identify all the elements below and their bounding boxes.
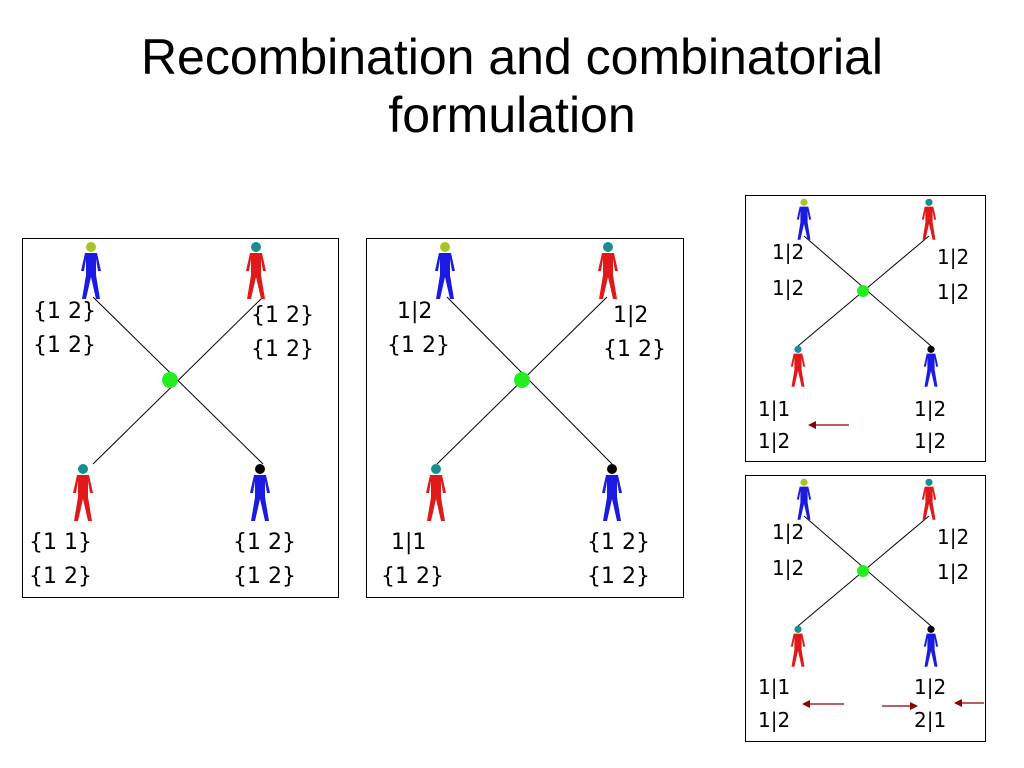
mother-genotype-line-1: 1|2 bbox=[937, 525, 970, 549]
daughter-genotype-line-2: 1|2 bbox=[758, 429, 791, 453]
son-genotype-line-1: 1|2 bbox=[914, 397, 947, 421]
daughter-genotype-line-1: 1|1 bbox=[758, 397, 791, 421]
daughter-genotype-line-2: {1 2} bbox=[381, 564, 444, 589]
arrow-right-icon bbox=[882, 702, 918, 710]
mother-genotype-line-1: 1|2 bbox=[937, 245, 970, 269]
son-genotype-line-1: {1 2} bbox=[587, 530, 650, 555]
father-genotype-line-2: {1 2} bbox=[387, 333, 450, 358]
mating-node bbox=[857, 285, 869, 297]
title-line-1: Recombination and combinatorial bbox=[140, 29, 884, 85]
son-icon bbox=[923, 625, 939, 667]
arrow-left-icon bbox=[802, 700, 844, 708]
father-genotype-line-2: 1|2 bbox=[772, 556, 805, 580]
mating-node bbox=[857, 565, 869, 577]
father-icon bbox=[81, 242, 101, 299]
son-icon bbox=[250, 464, 270, 521]
arrow-icon bbox=[808, 421, 849, 429]
mother-icon bbox=[246, 242, 266, 299]
mother-genotype-line-2: 1|2 bbox=[937, 560, 970, 584]
son-genotype-line-1: {1 2} bbox=[233, 530, 296, 555]
daughter-genotype-line-1: {1 1} bbox=[29, 530, 92, 555]
daughter-icon bbox=[426, 464, 446, 521]
daughter-genotype-line-1: 1|1 bbox=[758, 675, 791, 699]
mother-genotype-line-2: {1 2} bbox=[603, 337, 666, 362]
mating-node bbox=[162, 372, 178, 388]
pedigree-graph-2 bbox=[426, 242, 622, 521]
daughter-icon bbox=[73, 464, 93, 521]
pedigree-panel-2: 1|2 {1 2} 1|2 {1 2} 1|1 {1 2} {1 2} {1 2… bbox=[366, 238, 684, 598]
pedigree-graph-3 bbox=[790, 198, 939, 429]
mother-icon bbox=[921, 198, 937, 240]
mating-node bbox=[514, 372, 530, 388]
father-icon bbox=[435, 242, 455, 299]
mother-genotype-line-2: 1|2 bbox=[937, 280, 970, 304]
mother-genotype-line-2: {1 2} bbox=[251, 337, 314, 362]
mother-icon bbox=[598, 242, 618, 299]
daughter-genotype-line-2: 1|2 bbox=[758, 708, 791, 732]
pedigree-graph-4 bbox=[790, 478, 984, 710]
father-genotype-line-1: 1|2 bbox=[772, 240, 805, 264]
father-genotype-line-1: 1|2 bbox=[772, 520, 805, 544]
son-icon bbox=[602, 464, 622, 521]
pedigree-panel-1: {1 2} {1 2} {1 2} {1 2} {1 1} {1 2} {1 2… bbox=[22, 238, 339, 598]
pedigree-panel-3: 1|2 1|2 1|2 1|2 1|1 1|2 1|2 1|2 bbox=[745, 195, 986, 462]
daughter-icon bbox=[790, 625, 806, 667]
line-mother-to-daughter bbox=[92, 296, 264, 465]
son-genotype-line-2: {1 2} bbox=[587, 564, 650, 589]
father-genotype-line-2: {1 2} bbox=[33, 333, 96, 358]
son-genotype-line-2: 2|1 bbox=[914, 708, 947, 732]
mother-genotype-line-1: {1 2} bbox=[251, 303, 314, 328]
son-genotype-line-2: 1|2 bbox=[914, 429, 947, 453]
pedigree-panel-4: 1|2 1|2 1|2 1|2 1|1 1|2 1|2 2|1 bbox=[745, 475, 986, 742]
arrow-left-icon bbox=[954, 699, 984, 707]
daughter-icon bbox=[790, 345, 806, 387]
son-icon bbox=[923, 345, 939, 387]
mother-icon bbox=[921, 478, 937, 520]
daughter-genotype-line-2: {1 2} bbox=[29, 564, 92, 589]
father-icon bbox=[796, 478, 812, 520]
pedigree-graph-1 bbox=[73, 242, 270, 521]
father-genotype-line-1: 1|2 bbox=[397, 299, 433, 324]
title-line-2: formulation bbox=[388, 87, 636, 143]
son-genotype-line-2: {1 2} bbox=[233, 564, 296, 589]
page-title: Recombination and combinatorial formulat… bbox=[0, 28, 1024, 144]
daughter-genotype-line-1: 1|1 bbox=[391, 530, 427, 555]
son-genotype-line-1: 1|2 bbox=[914, 675, 947, 699]
father-genotype-line-2: 1|2 bbox=[772, 276, 805, 300]
mother-genotype-line-1: 1|2 bbox=[613, 303, 649, 328]
father-icon bbox=[796, 198, 812, 240]
father-genotype-line-1: {1 2} bbox=[33, 299, 96, 324]
